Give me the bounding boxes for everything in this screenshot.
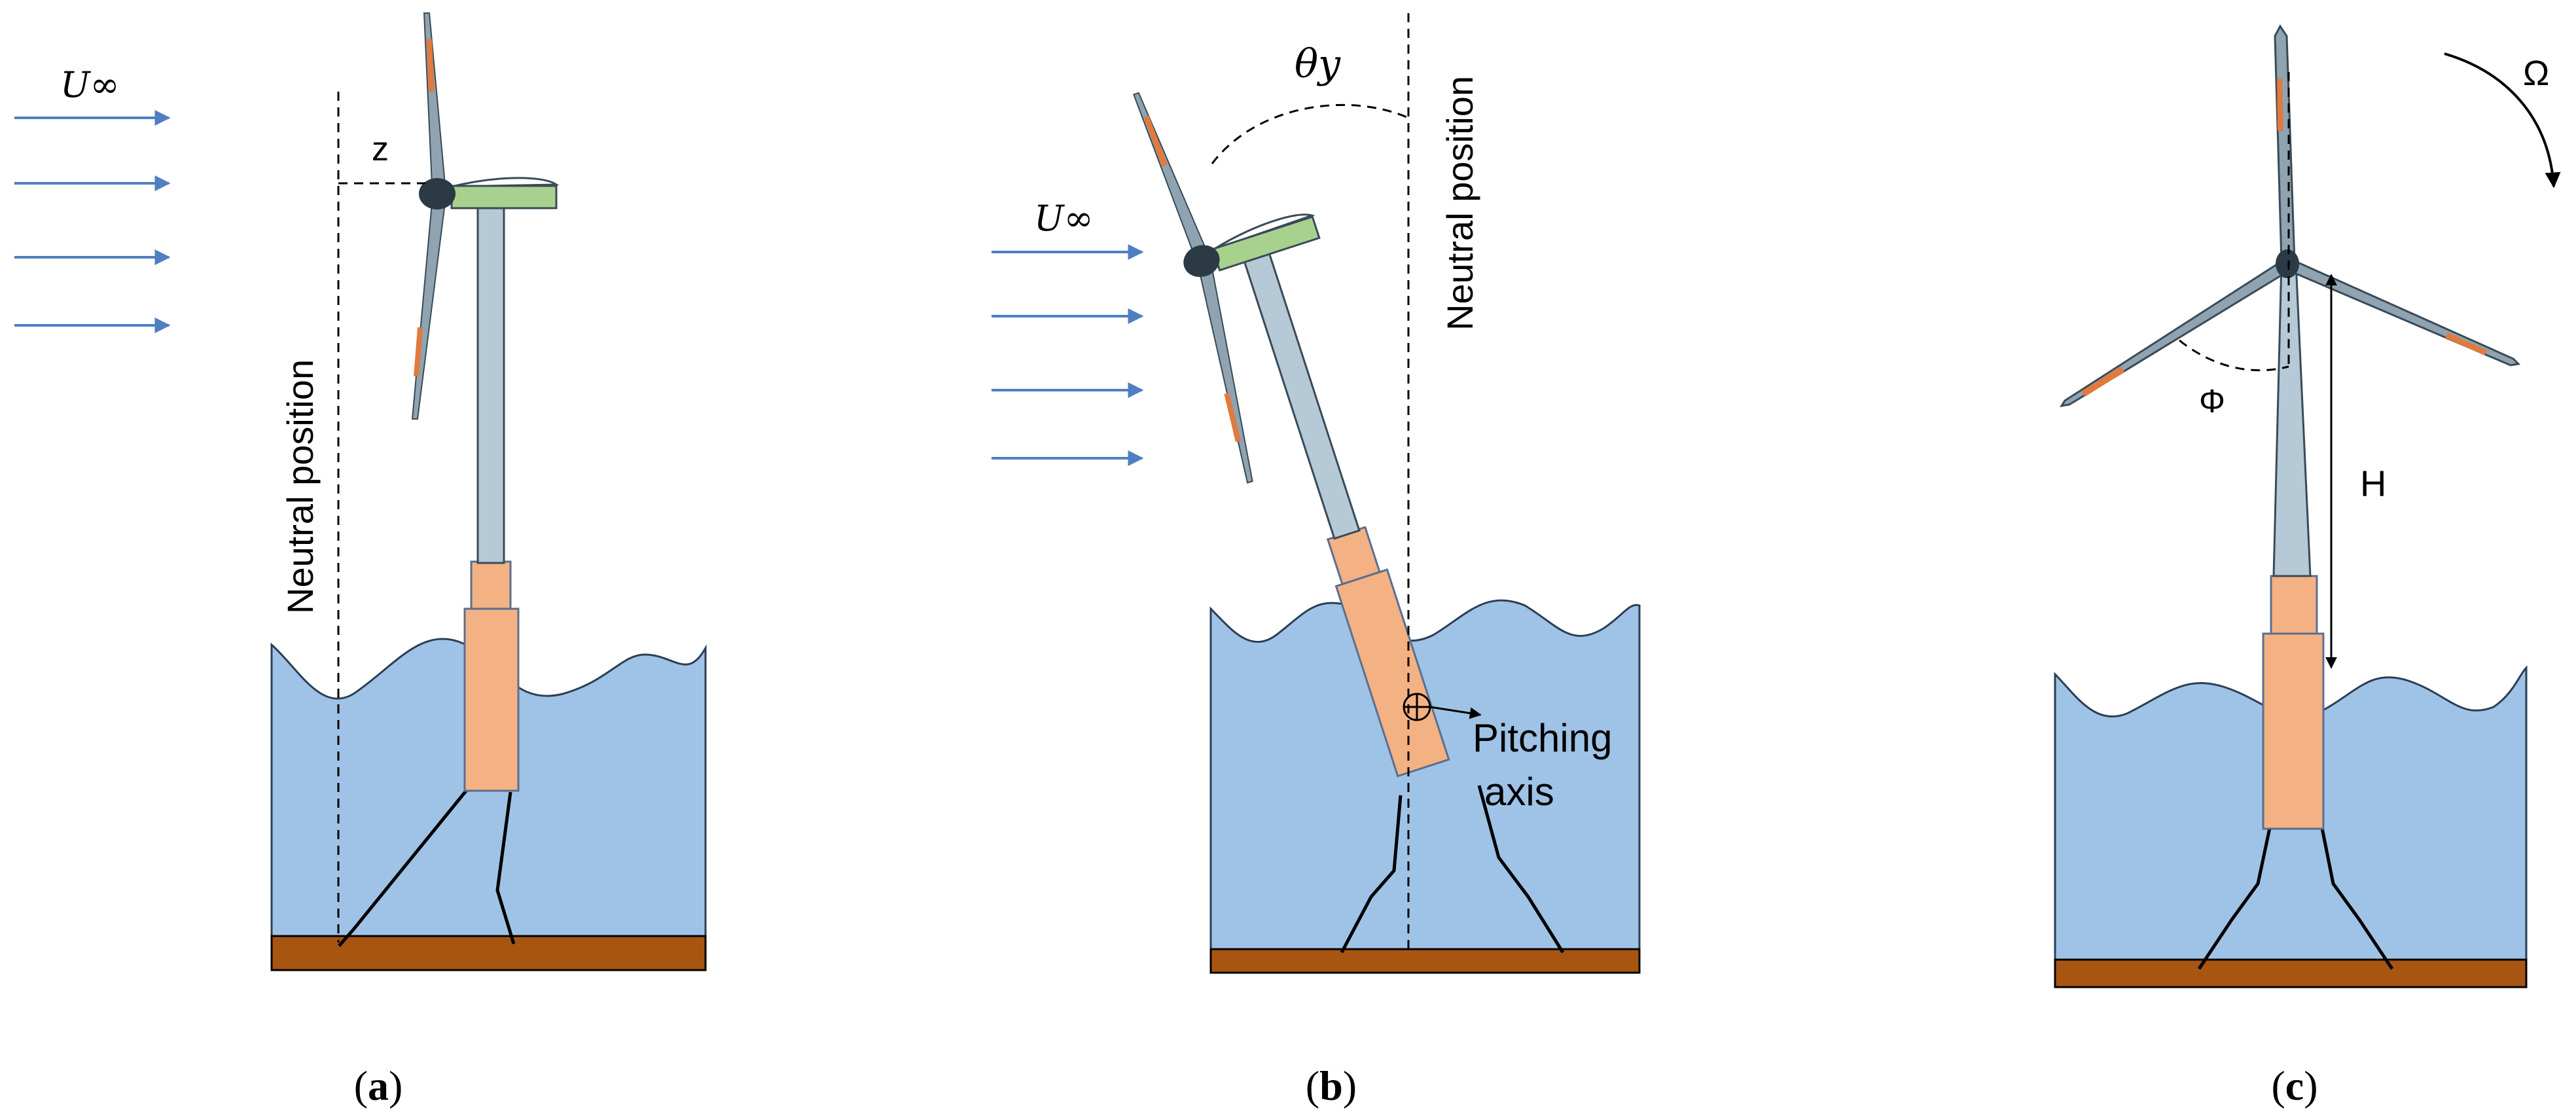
mooring-lines bbox=[1340, 785, 1565, 954]
panel-c: Φ H Ω (c) bbox=[2054, 24, 2561, 1109]
tower bbox=[476, 195, 505, 564]
nacelle bbox=[450, 185, 558, 209]
mooring-lines bbox=[2197, 827, 2394, 970]
caption-c: (c) bbox=[2271, 1062, 2317, 1109]
seabed bbox=[1209, 948, 1641, 974]
azimuth-label: Φ bbox=[2199, 383, 2225, 420]
rotation-arrow bbox=[2444, 52, 2561, 189]
platform-spar bbox=[2262, 632, 2325, 830]
wind-speed-label: U∞ bbox=[1034, 198, 1094, 239]
platform-spar bbox=[463, 607, 520, 792]
water bbox=[1209, 599, 1641, 950]
wind-arrows bbox=[14, 110, 171, 333]
blade-upper bbox=[2274, 24, 2296, 263]
hub bbox=[419, 178, 456, 209]
hub bbox=[2276, 249, 2299, 278]
tower bbox=[1240, 242, 1361, 540]
pitching-axis-label: Pitching axis bbox=[1473, 716, 1623, 814]
hub bbox=[1183, 245, 1220, 278]
neutral-position-label: Neutral position bbox=[279, 359, 321, 614]
wind-arrows bbox=[992, 244, 1144, 466]
pitching-axis-marker bbox=[1403, 693, 1482, 721]
rotation-label: Ω bbox=[2523, 54, 2549, 93]
panel-a: U∞ z Neutral position (a) bbox=[14, 12, 707, 1109]
platform-upper bbox=[470, 560, 512, 610]
blade-lower bbox=[411, 202, 446, 420]
hub-height-label: H bbox=[2360, 463, 2386, 504]
pitch-angle-arc bbox=[1211, 103, 1409, 164]
azimuth-arc bbox=[2179, 339, 2289, 372]
pitch-angle-label: θy bbox=[1295, 41, 1341, 87]
seabed bbox=[2054, 958, 2528, 988]
tilted-turbine bbox=[1132, 92, 1450, 778]
platform-upper bbox=[2270, 575, 2318, 635]
neutral-position-label: Neutral position bbox=[1439, 76, 1480, 331]
mooring-lines bbox=[338, 771, 516, 947]
tower bbox=[2272, 261, 2312, 577]
seabed bbox=[270, 935, 707, 971]
blade-upper bbox=[1132, 92, 1208, 255]
caption-b: (b) bbox=[1306, 1062, 1357, 1109]
caption-a: (a) bbox=[354, 1062, 403, 1109]
nacelle-top bbox=[451, 177, 560, 188]
offset-label: z bbox=[372, 130, 389, 168]
panel-b: U∞ θy Neutral position bbox=[992, 13, 1641, 1109]
wind-speed-label: U∞ bbox=[60, 64, 120, 105]
blade-upper bbox=[423, 12, 446, 185]
platform-spar bbox=[1334, 568, 1450, 778]
